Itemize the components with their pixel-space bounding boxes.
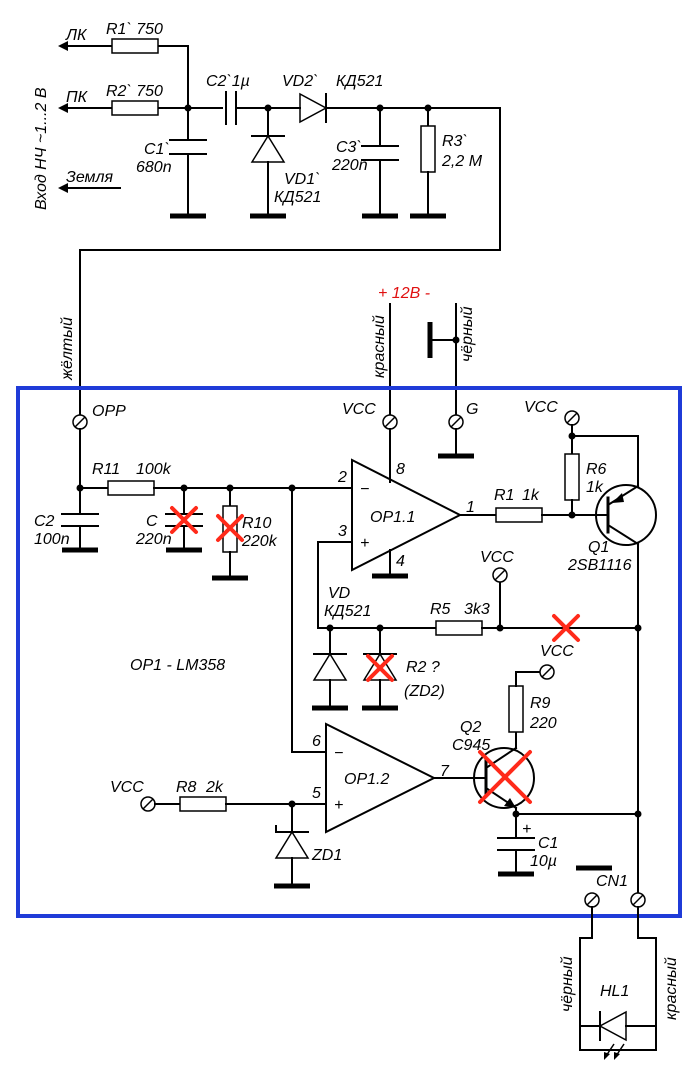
label-pin1: 1 [466,499,475,516]
label-r1-val: 1k [522,487,540,504]
label-vd: VD [328,585,351,602]
resistor-r8 [179,796,227,812]
label-r5-val: 3k3 [464,601,490,618]
label-vd2-prime: VD2` [282,73,318,90]
label-pin2: 2 [337,469,347,486]
resistor-r1-prime [111,38,159,54]
label-zd1: ZD1 [311,847,342,864]
resistor-r5 [435,620,483,636]
label-r2-val: (ZD2) [404,683,445,700]
label-input-voltage: Вход НЧ ~1...2 В [33,87,50,210]
opamp-op1-1 [351,458,463,572]
opamp-op1-2 [325,722,437,834]
label-q2-ref: Q2 [460,719,481,736]
label-op12-plus: + [334,797,343,814]
resistor-r11 [107,480,155,496]
label-vcc-q1: VCC [524,399,558,416]
label-op11-plus: + [360,535,369,552]
label-r3-prime: R3` [442,133,468,150]
label-vcc-r5: VCC [480,549,514,566]
label-lk: ЛК [65,27,88,44]
resistor-r1 [495,507,543,523]
label-r9-ref: R9 [530,695,551,712]
label-c-ref: C [146,513,158,530]
label-pin5: 5 [312,785,321,802]
label-c3-prime: C3` [336,139,362,156]
label-r1: R1 [494,487,514,504]
label-c3-prime-val: 220n [331,157,368,174]
label-c1-ref: C1 [538,835,558,852]
label-c2-prime: C2`1µ [206,73,250,90]
label-q1-val: 2SB1116 [567,557,632,574]
label-r11: R11 [92,461,120,478]
label-cn1: CN1 [596,873,628,890]
label-chernyi-bot: чёрный [559,956,576,1012]
label-pin8: 8 [396,461,405,478]
label-r8-val: 2k [205,779,224,796]
label-r10-ref: R10 [242,515,271,532]
label-op11-minus: − [360,481,369,498]
label-r1-prime: R1` 750 [106,21,163,38]
label-g: G [466,401,478,418]
board-outline [16,386,682,918]
label-c1-plus: + [522,821,531,838]
label-pin3: 3 [338,523,347,540]
op12-section: OP1.2 6 5 7 − + VCC R8 2k ZD1 Q2 [110,627,642,894]
label-op11: OP1.1 [370,509,415,526]
resistor-r2-prime [111,100,159,116]
label-power-12v: + 12В - [378,285,430,302]
input-section: ЛК ПК Земля Вход НЧ ~1...2 В R1` 750 R2`… [33,21,501,416]
label-r10-val: 220k [241,533,278,550]
label-c1-prime-val: 680n [136,159,172,176]
transistor-q1 [595,484,657,546]
label-r5: R5 [430,601,451,618]
label-r2-ref: R2 ? [406,659,440,676]
label-zheltyi: жёлтый [59,317,76,381]
label-pin4: 4 [396,553,405,570]
label-r3-prime-val: 2,2 M [441,153,483,170]
label-vcc-r9: VCC [540,643,574,660]
middle-section: VD КД521 R2 ? (ZD2) R5 3k3 VCC OP1 - LM3… [130,541,642,711]
led-hl1 [579,1010,657,1060]
label-opp: OPP [92,403,126,420]
label-vcc-top: VCC [342,401,376,418]
label-c1-val: 10µ [530,853,557,870]
label-r6-ref: R6 [586,461,607,478]
label-vcc-r8: VCC [110,779,144,796]
label-op1-chip: OP1 - LM358 [130,657,225,674]
label-r6-val: 1k [586,479,604,496]
label-pin6: 6 [312,733,321,750]
power-section: + 12В - красный чёрный [371,285,476,416]
label-c2-val: 100n [34,531,70,548]
label-hl1: HL1 [600,983,629,1000]
label-krasnyi-top: красный [371,315,388,378]
label-chernyi-top: чёрный [459,306,476,362]
label-op12-minus: − [334,745,343,762]
label-vd1-prime-val: КД521 [274,189,321,206]
label-pk: ПК [66,89,89,106]
output-section: CN1 HL1 чёрный красный [559,865,680,1060]
label-r2-prime: R2` 750 [106,83,163,100]
label-r8: R8 [176,779,197,796]
label-c-val: 220n [135,531,172,548]
label-pin7: 7 [440,763,450,780]
label-r9-val: 220 [529,715,557,732]
label-vd1-prime: VD1` [284,171,320,188]
op11-section: OPP C2 100n R11 100k C 220n [34,399,657,753]
label-c1-prime-ref: C1` [144,141,170,158]
label-vd2-prime-val: КД521 [336,73,383,90]
label-r11-val: 100k [136,461,172,478]
label-vd-val: КД521 [324,603,371,620]
transistor-q2 [473,747,535,809]
resistor-r9 [508,685,524,733]
label-op12: OP1.2 [344,771,389,788]
label-c2-ref: C2 [34,513,55,530]
label-krasnyi-bot: красный [663,957,680,1020]
label-q1-ref: Q1 [588,539,609,556]
resistor-r3-prime [420,125,436,173]
label-q2-val: C945 [452,737,490,754]
resistor-r6 [564,453,580,501]
label-zemlya: Земля [66,169,114,186]
